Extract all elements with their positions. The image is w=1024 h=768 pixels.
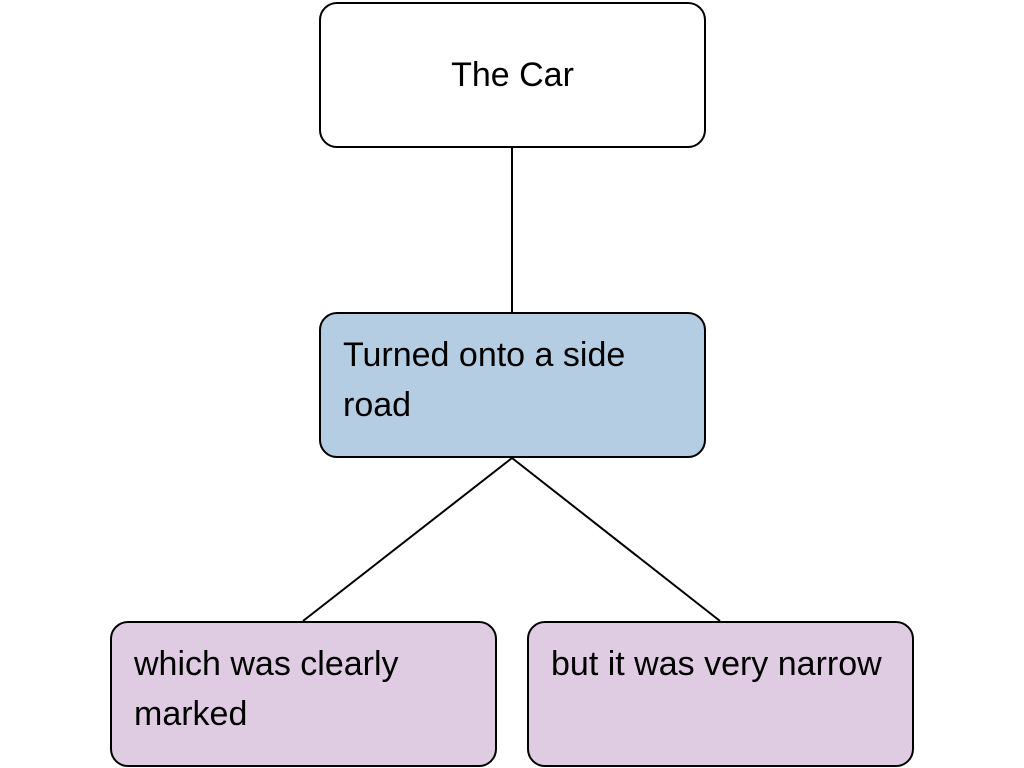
node-turned-onto-side-road: Turned onto a side road bbox=[319, 312, 706, 458]
edge-middle-to-left bbox=[302, 457, 513, 622]
node-middle-label: Turned onto a side road bbox=[343, 336, 626, 424]
node-very-narrow: but it was very narrow bbox=[527, 621, 914, 767]
edge-middle-to-right bbox=[511, 457, 721, 622]
node-left-label: which was clearly marked bbox=[134, 645, 399, 733]
node-root-label: The Car bbox=[451, 56, 574, 94]
node-clearly-marked: which was clearly marked bbox=[110, 621, 497, 767]
node-the-car: The Car bbox=[319, 2, 706, 148]
node-right-label: but it was very narrow bbox=[551, 645, 882, 683]
